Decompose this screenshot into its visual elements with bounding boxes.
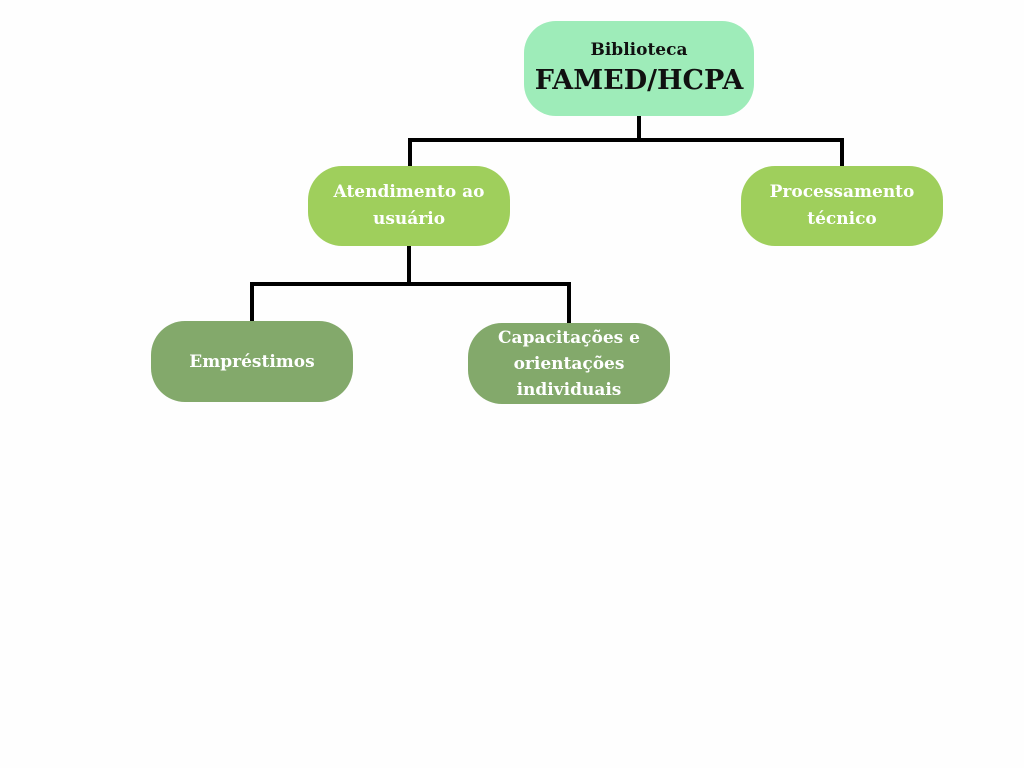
node-atendimento-ao-usuario: Atendimento ao usuário [308, 166, 510, 246]
root-node-biblioteca: Biblioteca FAMED/HCPA [524, 21, 754, 116]
node-emprestimos: Empréstimos [151, 321, 353, 402]
node-processamento-tecnico: Processamento técnico [741, 166, 943, 246]
processamento-label: Processamento técnico [769, 182, 915, 229]
atendimento-label: Atendimento ao usuário [333, 182, 485, 229]
node-capacitacoes-orientacoes: Capacitações e orientações individuais [468, 323, 670, 404]
root-title-line1: Biblioteca [590, 39, 688, 60]
emprestimos-label: Empréstimos [189, 351, 315, 372]
root-title-line2: FAMED/HCPA [534, 64, 744, 96]
capacitacoes-label: Capacitações e orientações individuais [498, 327, 640, 400]
